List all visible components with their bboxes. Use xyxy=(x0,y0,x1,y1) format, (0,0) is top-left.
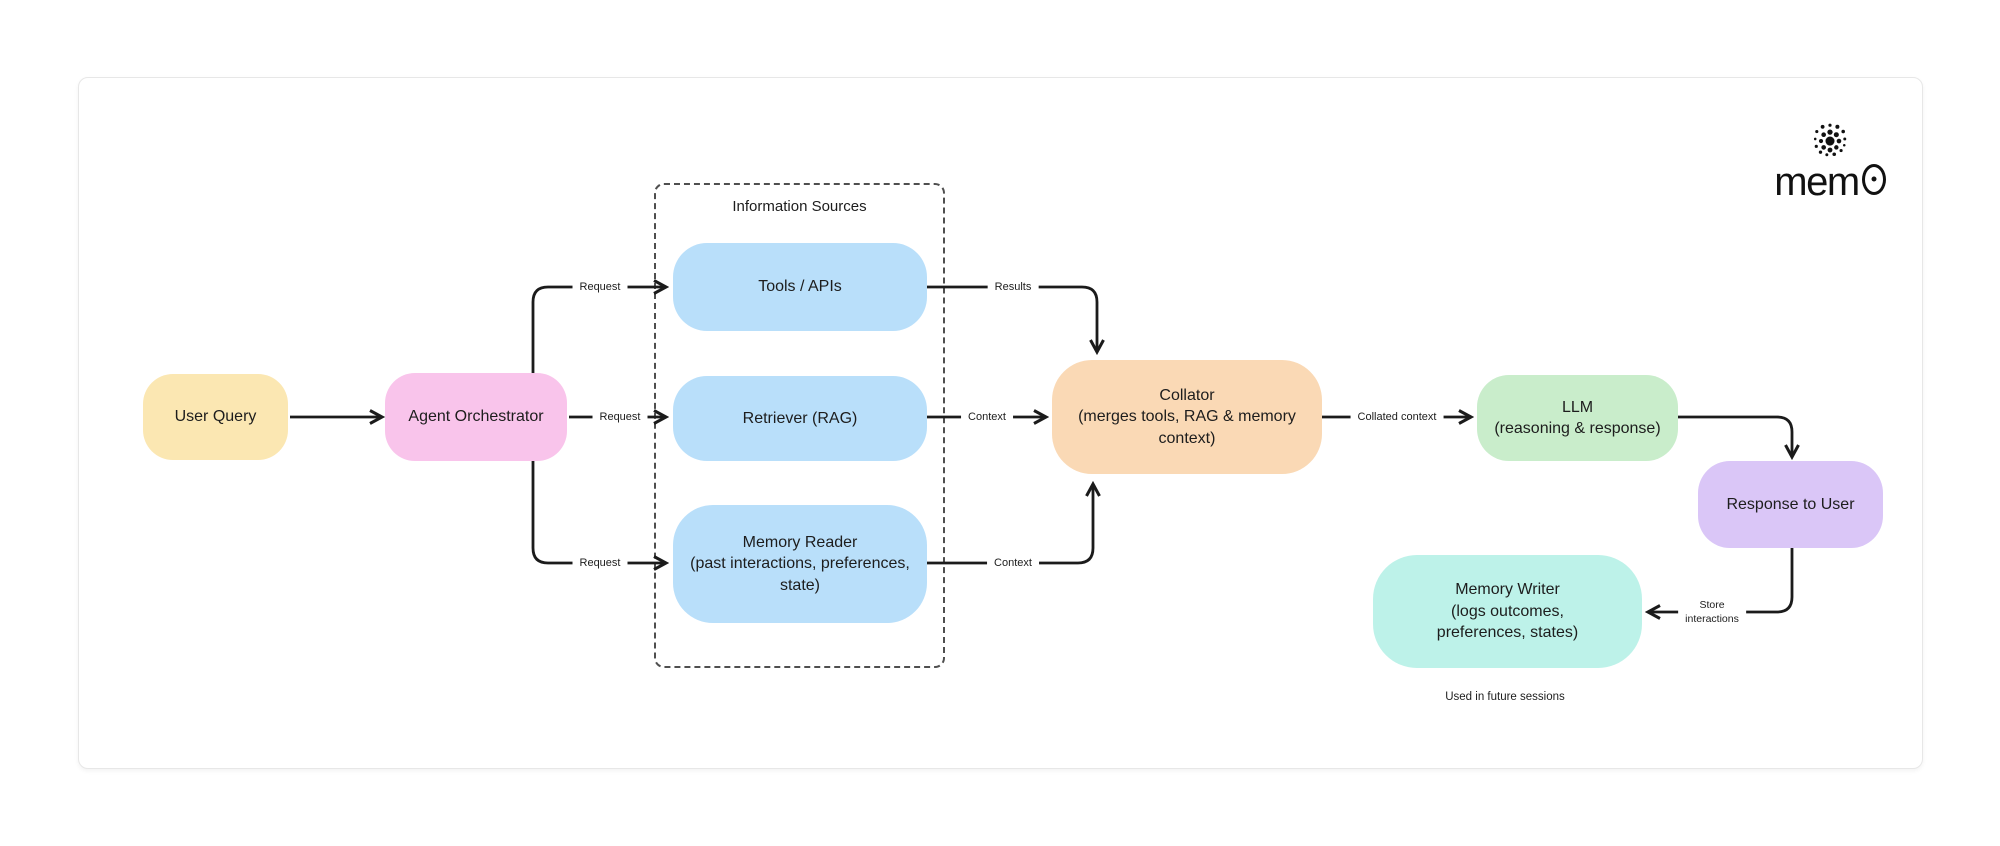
edge-label-store-interactions: Store interactions xyxy=(1678,597,1746,627)
node-response-to-user: Response to User xyxy=(1698,461,1883,548)
information-sources-frame: Information Sources xyxy=(654,183,945,668)
mem0-wordmark-zero xyxy=(1861,163,1886,195)
mem0-wordmark: mem xyxy=(1774,160,1886,204)
node-llm: LLM (reasoning & response) xyxy=(1477,375,1678,461)
node-memory-reader: Memory Reader (past interactions, prefer… xyxy=(673,505,927,623)
mem0-dots-icon xyxy=(1813,123,1847,157)
edge-label-request-retriever: Request xyxy=(592,409,648,425)
edge-label-collated-context: Collated context xyxy=(1350,409,1444,425)
node-memory-writer: Memory Writer (logs outcomes, preference… xyxy=(1373,555,1642,668)
edge-label-request-tools: Request xyxy=(572,279,628,295)
node-tools-apis: Tools / APIs xyxy=(673,243,927,331)
edge-label-results: Results xyxy=(987,279,1039,295)
node-user-query: User Query xyxy=(143,374,288,460)
label-used-in-future-sessions: Used in future sessions xyxy=(1445,691,1565,703)
edge-label-request-memory: Request xyxy=(572,555,628,571)
mem0-wordmark-mem: mem xyxy=(1774,160,1860,204)
mem0-logo: mem xyxy=(1772,120,1888,202)
information-sources-title: Information Sources xyxy=(732,198,867,215)
node-agent-orchestrator: Agent Orchestrator xyxy=(385,373,567,461)
edge-label-context-retriever: Context xyxy=(961,409,1013,425)
node-collator: Collator (merges tools, RAG & memory con… xyxy=(1052,360,1322,474)
edge-label-context-memory: Context xyxy=(987,555,1039,571)
node-retriever-rag: Retriever (RAG) xyxy=(673,376,927,461)
